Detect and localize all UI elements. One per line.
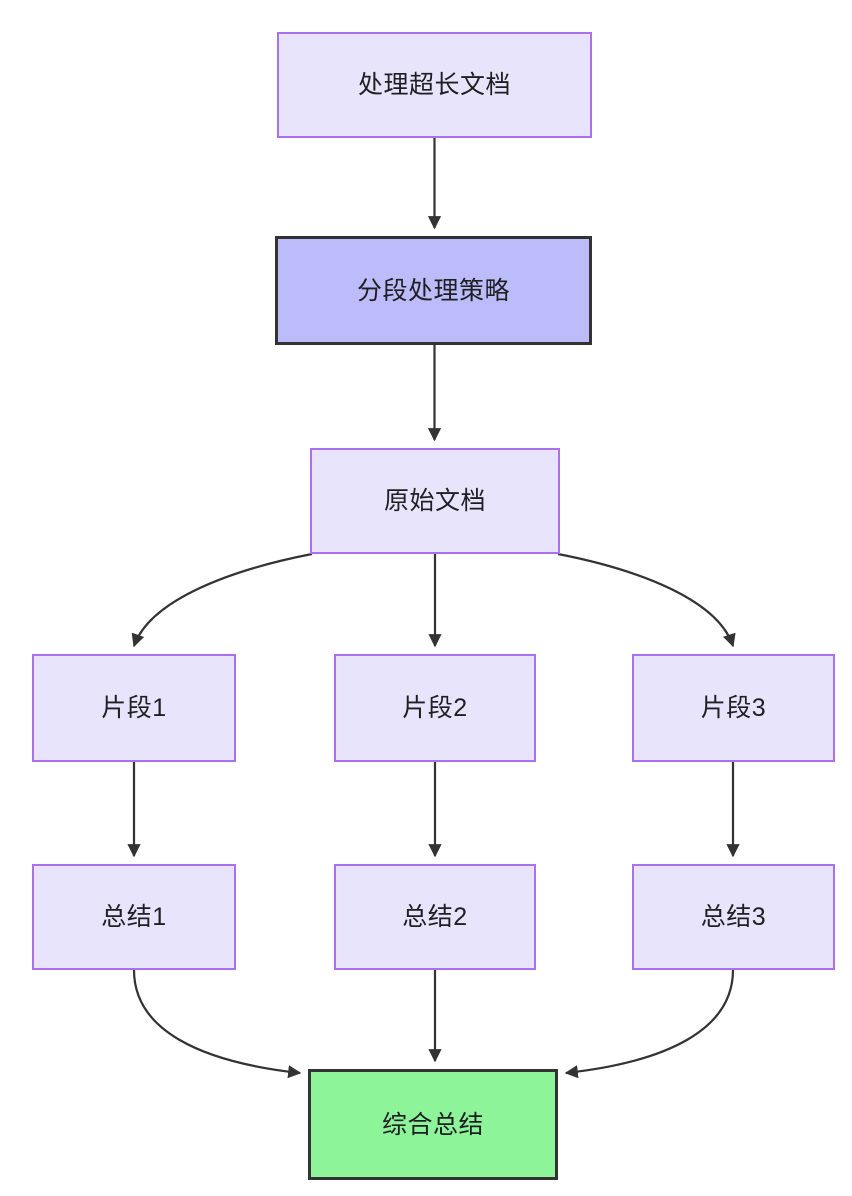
node-fragment-1[interactable]: 片段1 [32, 654, 236, 762]
edge-n3-n4 [131, 552, 313, 648]
node-label: 分段处理策略 [356, 276, 510, 305]
node-label: 处理超长文档 [357, 71, 511, 99]
edge-n7-n10 [132, 969, 302, 1079]
node-original-document[interactable]: 原始文档 [310, 448, 560, 554]
node-comprehensive-summary[interactable]: 综合总结 [308, 1069, 558, 1180]
node-label: 片段2 [402, 694, 468, 722]
node-label: 片段1 [101, 694, 167, 722]
node-label: 总结3 [700, 903, 767, 931]
node-chunking-strategy[interactable]: 分段处理策略 [275, 236, 592, 345]
node-process-long-document[interactable]: 处理超长文档 [277, 32, 592, 138]
node-label: 片段3 [700, 694, 767, 722]
edge-n3-n6 [557, 552, 736, 648]
node-summary-2[interactable]: 总结2 [334, 864, 536, 970]
node-summary-3[interactable]: 总结3 [632, 864, 835, 970]
node-label: 总结1 [101, 903, 167, 931]
node-summary-1[interactable]: 总结1 [32, 864, 236, 970]
node-fragment-3[interactable]: 片段3 [632, 654, 835, 762]
node-fragment-2[interactable]: 片段2 [334, 654, 536, 762]
node-label: 原始文档 [383, 487, 486, 515]
edge-n9-n10 [564, 969, 735, 1079]
node-label: 综合总结 [381, 1110, 484, 1139]
node-label: 总结2 [402, 903, 468, 931]
